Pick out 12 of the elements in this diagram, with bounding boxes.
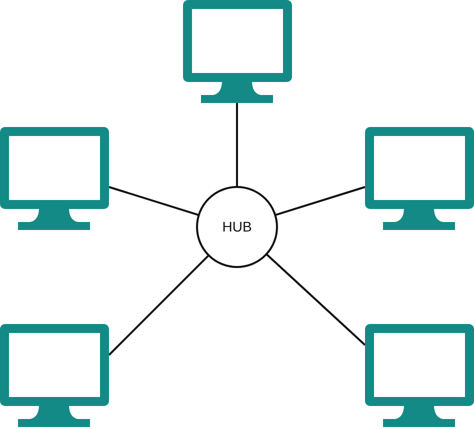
connection-line (266, 253, 366, 346)
monitor-icon (183, 0, 292, 103)
monitor-icon (0, 127, 109, 230)
connection-line (108, 254, 210, 356)
monitor-icon (365, 324, 474, 427)
hub-label: HUB (222, 219, 252, 235)
connection-line (108, 186, 200, 216)
monitor-icon (0, 324, 109, 427)
monitor-icon (365, 127, 474, 230)
hub-circle (196, 186, 278, 268)
connection-line (236, 103, 238, 187)
connection-line (274, 186, 366, 216)
